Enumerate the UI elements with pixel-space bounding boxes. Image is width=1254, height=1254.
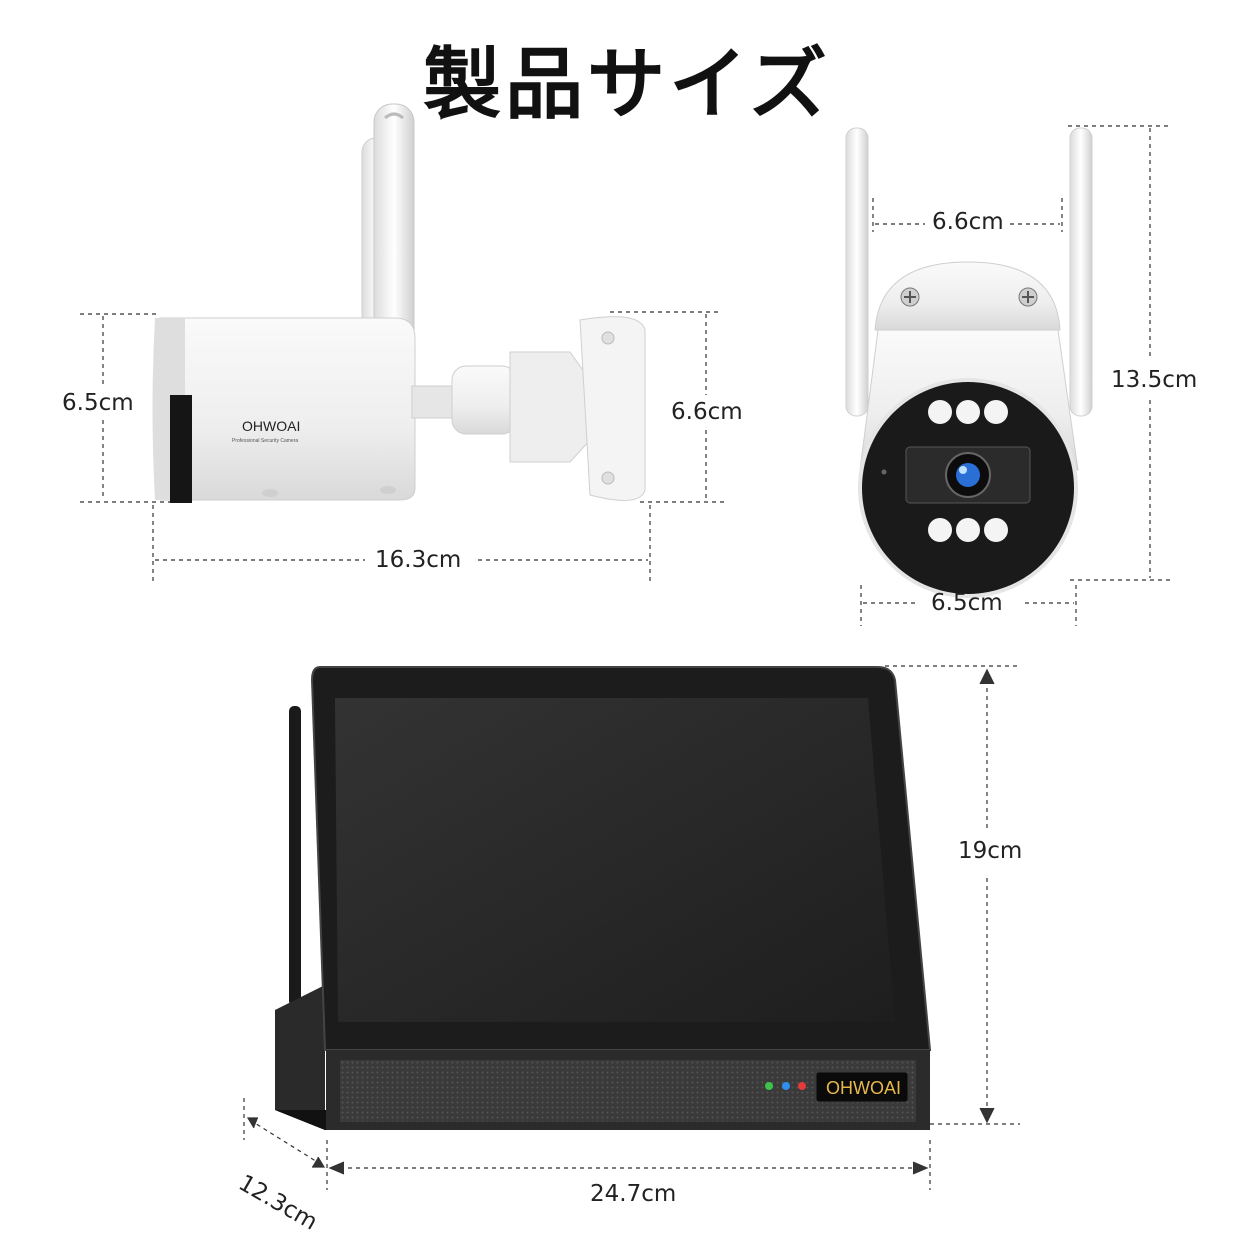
bullet-camera-brand: OHWOAI (242, 418, 300, 434)
monitor-dimension-lines (243, 665, 1020, 1190)
monitor-brand: OHWOAI (826, 1078, 901, 1098)
bullet-dimension-lines (80, 311, 725, 582)
monitor-width-label: 24.7cm (590, 1181, 677, 1207)
front-bottom-width-label: 6.5cm (931, 590, 1003, 616)
bullet-length-label: 16.3cm (375, 547, 462, 573)
nvr-monitor: OHWOAI (275, 666, 932, 1130)
page-title: 製品サイズ (423, 40, 831, 130)
bullet-height-label: 6.5cm (62, 390, 134, 416)
front-height-label: 13.5cm (1111, 367, 1198, 393)
bullet-camera-tagline: Professional Security Camera (232, 438, 298, 444)
bullet-camera: OHWOAI Professional Security Camera (152, 103, 646, 503)
front-top-width-label: 6.6cm (932, 209, 1004, 235)
front-dimension-lines (860, 125, 1172, 626)
front-camera (845, 127, 1093, 598)
monitor-height-label: 19cm (958, 838, 1023, 864)
bullet-mount-label: 6.6cm (671, 399, 743, 425)
